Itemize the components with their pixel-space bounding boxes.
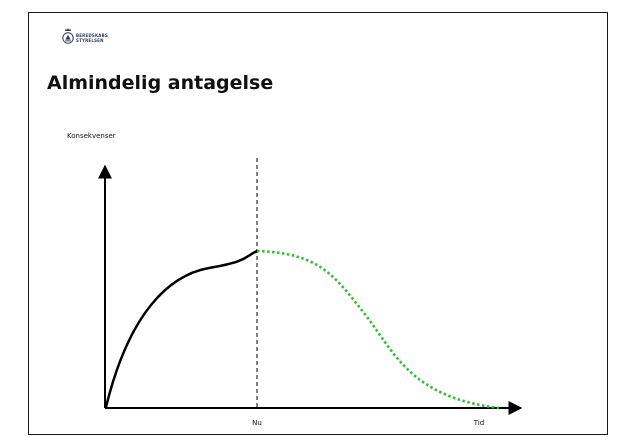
time-label: Tid — [473, 419, 484, 427]
y-axis-label: Konsekvenser — [67, 132, 116, 140]
slide: BEREDSKABS STYRELSEN Almindelig antagels… — [28, 12, 608, 435]
logo-text-line-1: BEREDSKABS — [76, 33, 108, 38]
logo-text-line-2: STYRELSEN — [76, 38, 104, 43]
past-consequence-curve — [104, 249, 259, 409]
now-label: Nu — [252, 419, 262, 427]
crown-shield-icon — [62, 27, 74, 44]
consequence-diagram: Konsekvenser Nu Tid — [67, 132, 523, 427]
slide-title: Almindelig antagelse — [47, 72, 274, 94]
assumed-future-curve — [256, 249, 500, 410]
beredskabsstyrelsen-logo: BEREDSKABS STYRELSEN — [62, 26, 132, 50]
